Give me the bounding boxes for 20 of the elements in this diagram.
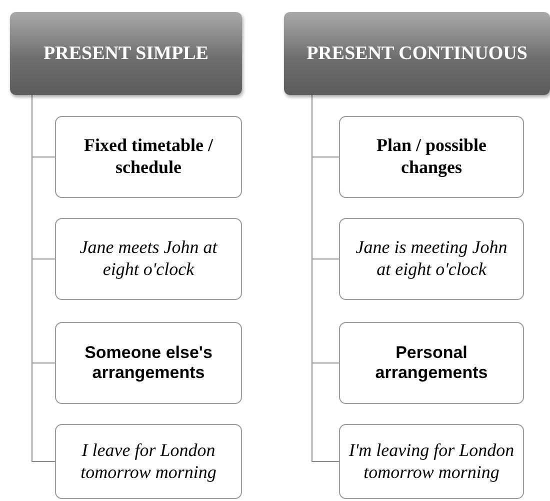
content-box [339, 116, 524, 198]
content-box [55, 116, 242, 198]
example-text: I leave for London tomorrow morning [80, 440, 218, 484]
header-box [284, 12, 550, 95]
example-text: Jane is meeting John at eight o'clock [354, 237, 508, 281]
content-box [339, 322, 524, 404]
example-text: I'm leaving for London tomorrow morning [348, 440, 515, 484]
rule-text: Plan / possible changes [375, 135, 488, 179]
content-box [339, 424, 524, 499]
content-box [55, 218, 242, 300]
content-box [55, 424, 242, 499]
header-text: PRESENT CONTINUOUS [306, 42, 528, 64]
example-text: Jane meets John at eight o'clock [78, 237, 218, 281]
header-text: PRESENT SIMPLE [44, 42, 208, 64]
content-box [339, 218, 524, 300]
header-box [10, 12, 242, 95]
content-box [55, 322, 242, 404]
rule-text: Fixed timetable / schedule [83, 135, 214, 179]
rule-text: Personal arrangements [374, 342, 489, 384]
rule-text: Someone else's arrangements [84, 342, 214, 384]
